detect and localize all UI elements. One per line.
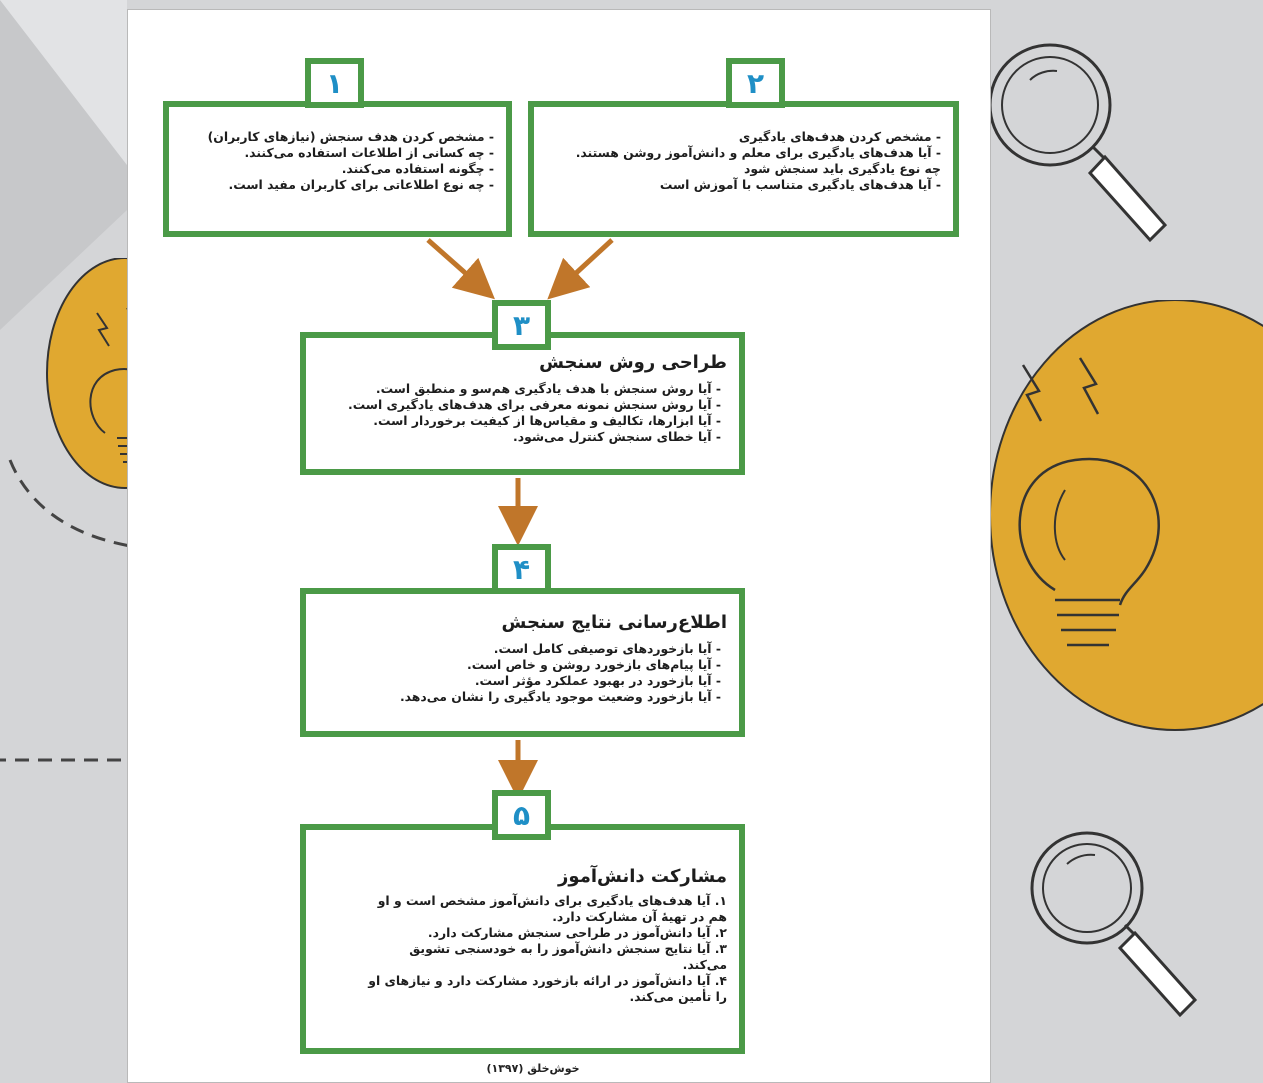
step-3-line-1: - آیا روش سنجش با هدف یادگیری هم‌سو و من…	[375, 381, 721, 396]
step-2-line-3: چه نوع یادگیری باید سنجش شود	[743, 161, 941, 176]
step-4-title: اطلاع‌رسانی نتایج سنجش	[501, 612, 727, 633]
step-1-number: ۱	[305, 58, 364, 108]
step-4-line-2: - آیا پیام‌های بازخورد روشن و خاص است.	[467, 657, 721, 672]
step-4-line-4: - آیا بازخورد وضعیت موجود یادگیری را نشا…	[399, 689, 721, 704]
step-3-line-2: - آیا روش سنجش نمونه معرفی برای هدف‌های …	[347, 397, 721, 412]
magnifier-icon	[1030, 831, 1198, 1018]
step-2-line-4: - آیا هدف‌های یادگیری متناسب با آموزش اس…	[659, 177, 941, 192]
step-5-title: مشارکت دانش‌آموز	[558, 866, 727, 887]
step-3-number: ۳	[492, 300, 551, 350]
step-1-line-3: - چگونه استفاده می‌کنند.	[341, 161, 494, 176]
step-5-line-1: ۱. آیا هدف‌های یادگیری برای دانش‌آموز مش…	[377, 893, 727, 924]
source-caption: خوش‌خلق (۱۳۹۷)	[486, 1062, 580, 1075]
lightbulb-icon	[989, 300, 1263, 731]
step-5-line-3: ۳. آیا نتایج سنجش دانش‌آموز را به خودسنج…	[409, 941, 727, 972]
step-3-line-4: - آیا خطای سنجش کنترل می‌شود.	[513, 429, 721, 444]
step-5-line-2: ۲. آیا دانش‌آموز در طراحی سنجش مشارکت دا…	[427, 925, 727, 940]
step-4-line-3: - آیا بازخورد در بهبود عملکرد مؤثر است.	[474, 673, 721, 688]
step-4-number: ۴	[492, 544, 551, 594]
step-1-box: - مشخص کردن هدف سنجش (نیازهای کاربران) -…	[163, 101, 512, 237]
step-5-box: مشارکت دانش‌آموز ۱. آیا هدف‌های یادگیری …	[300, 824, 745, 1054]
magnifier-icon	[988, 43, 1168, 243]
step-5-number: ۵	[492, 790, 551, 840]
step-4-line-1: - آیا بازخوردهای توصیفی کامل است.	[493, 641, 721, 656]
step-5-line-4: ۴. آیا دانش‌آموز در ارائه بازخورد مشارکت…	[368, 973, 727, 1004]
step-3-line-3: - آیا ابزارها، تکالیف و مقیاس‌ها از کیفی…	[373, 413, 721, 428]
step-3-title: طراحی روش سنجش	[539, 352, 727, 373]
step-1-line-4: - چه نوع اطلاعاتی برای کاربران مفید است.	[228, 177, 495, 192]
step-2-line-1: - مشخص کردن هدف‌های یادگیری	[738, 129, 941, 144]
step-4-box: اطلاع‌رسانی نتایج سنجش - آیا بازخوردهای …	[300, 588, 745, 737]
step-1-line-1: - مشخص کردن هدف سنجش (نیازهای کاربران)	[207, 129, 494, 144]
step-2-number: ۲	[726, 58, 785, 108]
step-1-line-2: - چه کسانی از اطلاعات استفاده می‌کنند.	[244, 145, 494, 160]
step-3-box: طراحی روش سنجش - آیا روش سنجش با هدف یاد…	[300, 332, 745, 475]
step-2-line-2: - آیا هدف‌های یادگیری برای معلم و دانش‌آ…	[575, 145, 941, 160]
step-2-box: - مشخص کردن هدف‌های یادگیری - آیا هدف‌ها…	[528, 101, 959, 237]
